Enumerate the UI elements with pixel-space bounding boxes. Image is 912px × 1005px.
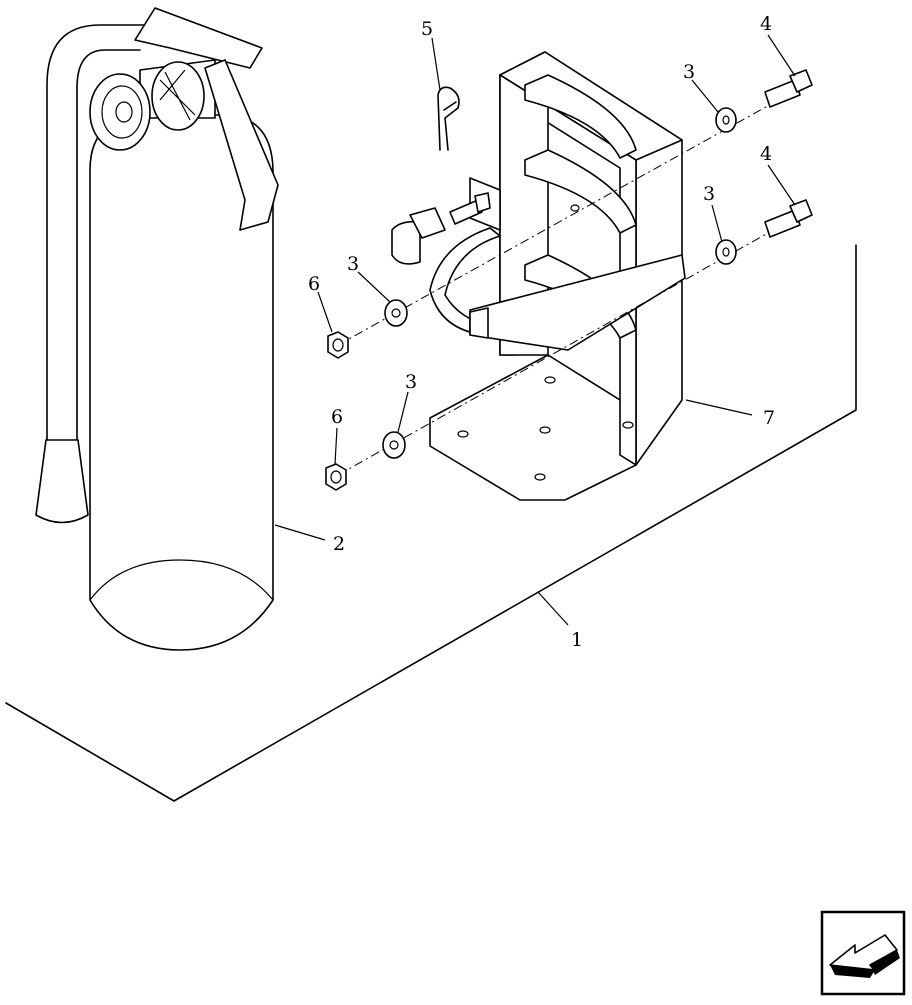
callout-4-upper: 4 [760,13,772,35]
bolt-lower [764,199,813,238]
callout-4-lower: 4 [760,143,772,165]
leader-lines [274,34,796,626]
callout-labels: 1 2 3 3 3 3 4 4 5 6 6 7 [308,13,775,651]
washer-lower-right [715,239,737,265]
hair-pin [437,86,460,151]
washer-upper-right [715,107,737,133]
bolt-upper [764,69,813,108]
nut-upper [327,331,349,359]
bolt-clamp [449,192,491,225]
washer-lower-left [382,431,406,459]
fire-extinguisher [35,7,279,651]
nut-lower [325,463,347,491]
callout-2: 2 [333,533,345,555]
arrow-icon[interactable] [820,910,906,996]
callout-7: 7 [763,407,775,429]
mounting-surface [5,244,857,802]
callout-3-upper-left: 3 [347,253,359,275]
extinguisher-bracket [391,51,686,501]
callout-6-lower: 6 [331,406,343,428]
callout-1: 1 [571,629,583,651]
hardware [325,69,813,491]
washer-upper-left [384,299,408,327]
callout-3-upper-right: 3 [683,61,695,83]
callout-3-lower-right: 3 [703,183,715,205]
callout-5: 5 [421,18,433,40]
callout-6-upper: 6 [308,273,320,295]
callout-3-lower-left: 3 [405,371,417,393]
